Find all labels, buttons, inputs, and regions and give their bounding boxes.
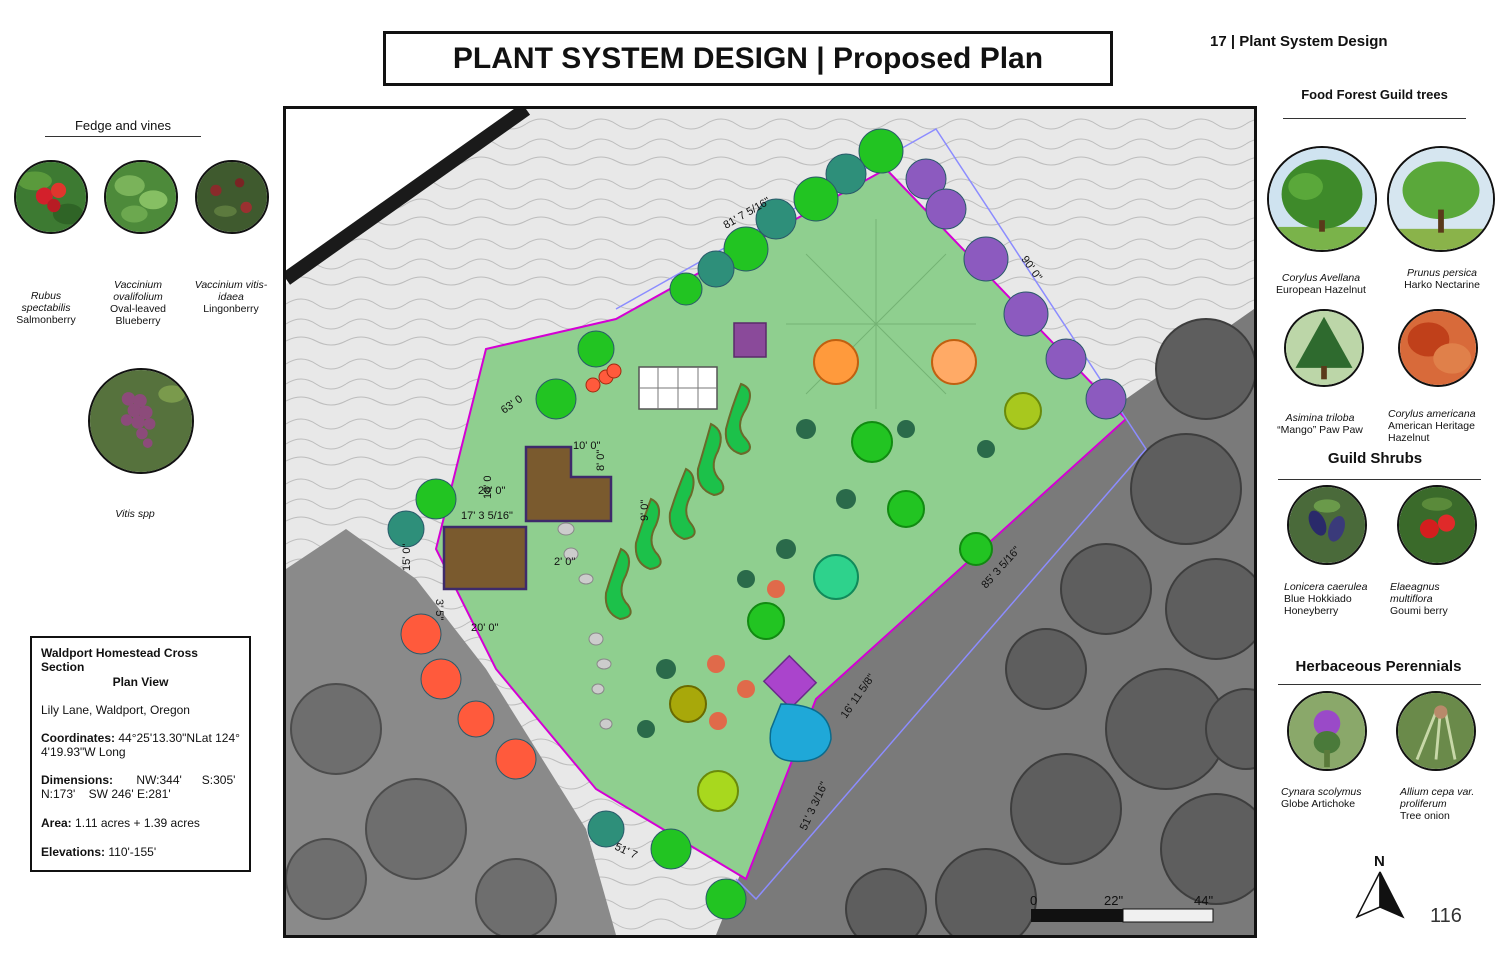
info-heading: Waldport Homestead Cross Section: [41, 646, 198, 674]
european-hazelnut-photo: [1267, 146, 1377, 252]
honeyberry-photo: [1287, 485, 1367, 565]
vitis-caption: Vitis spp: [115, 508, 155, 520]
scale-end: 44": [1194, 893, 1213, 908]
info-subheading: Plan View: [112, 675, 169, 689]
oval-leaved-blueberry-photo: [104, 160, 178, 234]
dim-12: 20' 0": [471, 622, 499, 634]
dim-13: 20' 0": [478, 485, 506, 497]
trees-heading: Food Forest Guild trees: [1301, 87, 1448, 102]
globe-artichoke-photo: [1287, 691, 1367, 771]
fedge-heading: Fedge and vines: [74, 118, 172, 133]
tree-onion-photo: [1396, 691, 1476, 771]
info-area: Area: 1.11 acres + 1.39 acres: [41, 816, 200, 830]
trees-rule: [1283, 118, 1466, 119]
dim-7: 10' 0": [573, 440, 601, 452]
goumi-berry-photo: [1397, 485, 1477, 565]
lingonberry-photo: [195, 160, 269, 234]
site-info-box: Waldport Homestead Cross Section Plan Vi…: [30, 636, 251, 872]
dim-14: 18' 0: [482, 475, 494, 499]
perennials-rule: [1278, 684, 1481, 685]
paw-paw-caption: Asimina triloba“Mango” Paw Paw: [1277, 412, 1363, 436]
dim-10: 17' 3 5/16": [461, 510, 513, 522]
shrubs-rule: [1278, 479, 1481, 480]
info-location: Lily Lane, Waldport, Oregon: [41, 703, 190, 717]
dim-8: 8' 0": [595, 450, 607, 471]
info-elevations: Elevations: 110'-155': [41, 845, 157, 859]
vitis-photo: [88, 368, 194, 474]
site-plan-map: 81' 7 5/16" 90' 0" 85' 3 5/16" 16' 11 5/…: [283, 106, 1257, 938]
dim-9: 9' 0": [639, 500, 651, 521]
page-title: PLANT SYSTEM DESIGN | Proposed Plan: [383, 31, 1113, 86]
salmonberry-photo: [14, 160, 88, 234]
site-plan-svg: 81' 7 5/16" 90' 0" 85' 3 5/16" 16' 11 5/…: [286, 109, 1254, 935]
scale-start: 0: [1030, 893, 1037, 908]
north-arrow-icon: N: [1355, 853, 1405, 919]
harko-nectarine-photo: [1387, 146, 1495, 252]
american-hazelnut-photo: [1398, 309, 1478, 387]
scale-mid: 22": [1104, 893, 1123, 908]
scale-bar-light: [1122, 908, 1214, 923]
north-arrow: N: [1355, 852, 1405, 922]
page-number: 116: [1430, 905, 1462, 927]
perennials-heading: Herbaceous Perennials: [1295, 658, 1462, 675]
dim-15: 3' 5": [433, 599, 445, 620]
scale-bar-dark: [1031, 909, 1123, 922]
fedge-rule: [45, 136, 201, 137]
info-coordinates: Coordinates: 44°25'13.30"NLat 124° 4'19.…: [41, 731, 240, 759]
shrubs-heading: Guild Shrubs: [1327, 450, 1423, 467]
paw-paw-photo: [1284, 309, 1364, 387]
dim-11: 15' 0": [401, 543, 413, 571]
north-label: N: [1374, 853, 1385, 870]
info-dimensions: Dimensions: NW:344' S:305' N:173' SW 246…: [41, 773, 236, 801]
dim-16: 2' 0": [554, 556, 575, 568]
page-header: 17 | Plant System Design: [1210, 33, 1388, 50]
fedge-heading-block: Fedge and vines: [45, 118, 201, 137]
